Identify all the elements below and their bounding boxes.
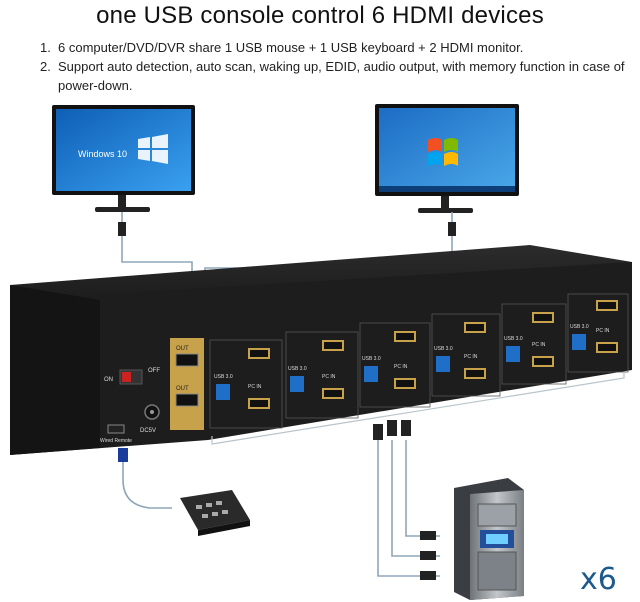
usb3-port-icon [216,384,230,400]
hdmi-in-slot [396,380,414,387]
hdmi-in-slot [396,333,414,340]
kvm-front [10,262,632,455]
feature-number: 2. [40,59,51,74]
feature-text: Support auto detection, auto scan, wakin… [58,59,625,93]
dc-input-label: DC5V [140,428,156,434]
feature-list: 1. 6 computer/DVD/DVR share 1 USB mouse … [40,38,630,95]
pc-in-label: PC IN [596,328,610,334]
usb-port-label: USB 3.0 [214,374,233,380]
power-switch-rocker [122,372,131,382]
input-section-6: USB 3.0 PC IN [567,293,629,373]
multiplier-label: x6 [580,562,617,597]
remote-plug-icon [118,448,128,462]
monitor-left: Windows 10 [52,105,195,212]
tower-display-icon [486,534,508,544]
hdmi-out-port-2 [175,393,199,407]
usb-port-label: USB 3.0 [362,356,381,362]
feature-number: 1. [40,40,51,55]
windows-logo-icon [138,134,168,164]
input-section-4: USB 3.0 PC IN [431,313,501,397]
hdmi-in-slot [598,344,616,351]
power-on-label: ON [104,377,113,383]
monitor-stand-base [418,208,473,213]
dc-jack-pin [150,410,154,414]
input-section-1: USB 3.0 PC IN [209,339,283,429]
computer-tower-icon [454,478,524,600]
pc-in-label: PC IN [322,374,336,380]
usb-port-label: USB 3.0 [570,324,589,330]
cable-plug-icon [373,420,436,580]
monitor-screen [56,109,191,191]
hdmi-in-slot [466,324,484,331]
usb3-port-icon [506,346,520,362]
usb-port-label: USB 3.0 [288,366,307,372]
input-section-2: USB 3.0 PC IN [285,331,359,419]
input-section-3: USB 3.0 PC IN [359,322,431,408]
hdmi-in-slot [250,400,268,407]
pc-in-label: PC IN [464,354,478,360]
hdmi-in-slot [534,358,552,365]
kvm-side [10,285,100,455]
wired-remote-keypad [180,490,250,536]
output-panel [170,338,204,430]
hdmi-in-slot [598,302,616,309]
input-section-5: USB 3.0 PC IN [501,303,567,385]
wired-remote-label: Wired Remote [100,438,132,444]
hdmi-in-slot [324,342,342,349]
pc-in-label: PC IN [532,342,546,348]
feature-item: 2. Support auto detection, auto scan, wa… [40,57,630,95]
hdmi-in-slot [466,370,484,377]
kvm-switch: ON OFF DC5V Wired Remote OUT OUT USB 3.0… [10,245,632,455]
pc-in-label: PC IN [248,384,262,390]
pc-in-label: PC IN [394,364,408,370]
inputs-bracket [211,372,625,445]
remote-cable [122,452,172,509]
usb3-port-icon [290,376,304,392]
monitor-stand-neck [441,196,449,208]
hdmi-out-port-1 [175,353,199,367]
hdmi-in-slot [534,314,552,321]
feature-item: 1. 6 computer/DVD/DVR share 1 USB mouse … [40,38,630,57]
monitor-stand-neck [118,195,126,207]
usb-port-label: USB 3.0 [434,346,453,352]
wired-remote-port [107,424,125,434]
monitor-stand-base [95,207,150,212]
hdmi-in-slot [250,350,268,357]
taskbar [379,186,515,192]
usb3-port-icon [436,356,450,372]
usb-port-label: USB 3.0 [504,336,523,342]
monitor-screen-text: Windows 10 [78,149,127,159]
usb3-port-icon [364,366,378,382]
windows7-logo-icon [428,138,458,166]
monitor-right [375,104,519,213]
out1-label: OUT [176,346,189,352]
feature-text: 6 computer/DVD/DVR share 1 USB mouse + 1… [58,40,524,55]
hdmi-in-slot [324,390,342,397]
usb3-port-icon [572,334,586,350]
out2-label: OUT [176,386,189,392]
page-title: one USB console control 6 HDMI devices [96,2,544,29]
power-off-label: OFF [148,368,160,374]
